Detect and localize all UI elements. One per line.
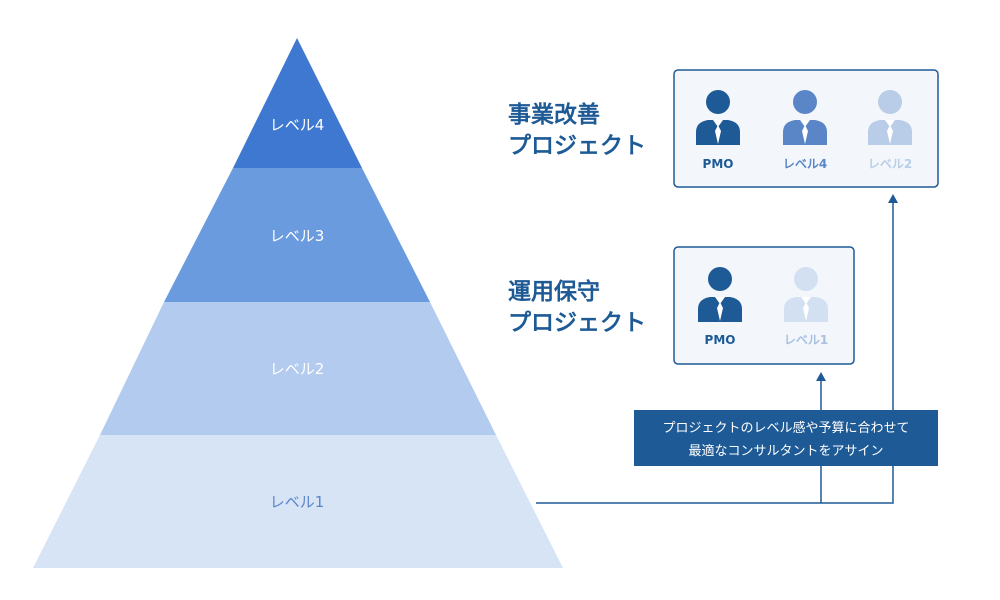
pyramid-level-2-label: レベル2 [270, 360, 325, 378]
project-title-line1: 事業改善 [508, 101, 600, 128]
project-card: PMO レベル1 [673, 246, 855, 365]
person-icon [784, 267, 828, 322]
callout-box [634, 410, 938, 466]
member-label: PMO [705, 333, 736, 347]
person-icon [698, 267, 742, 322]
member-label: PMO [703, 157, 734, 171]
skill-pyramid: レベル4 レベル3 レベル2 レベル1 [33, 38, 563, 568]
pyramid-level-3-label: レベル3 [270, 227, 325, 245]
member-avatar [698, 267, 742, 322]
connector-line [536, 200, 894, 504]
person-icon [868, 90, 912, 145]
person-icon [783, 90, 827, 145]
pyramid-level-4 [233, 38, 362, 168]
project-title-line1: 運用保守 [508, 278, 600, 305]
callout-line2: 最適なコンサルタントをアサイン [688, 443, 883, 459]
member-label: レベル4 [783, 157, 827, 171]
assignment-callout: プロジェクトのレベル感や予算に合わせて 最適なコンサルタントをアサイン [634, 410, 938, 466]
project-title-line2: プロジェクト [508, 310, 646, 336]
person-icon [696, 90, 740, 145]
pyramid-level-1 [33, 435, 563, 568]
pyramid-level-1-label: レベル1 [270, 493, 325, 511]
project-title-line2: プロジェクト [508, 133, 646, 159]
member-avatar [868, 90, 912, 145]
pyramid-level-2 [100, 302, 496, 435]
member-label: レベル2 [868, 157, 912, 171]
pyramid-level-3 [164, 168, 430, 302]
arrow-up-icon [816, 372, 826, 381]
member-avatar [784, 267, 828, 322]
member-label: レベル1 [784, 333, 828, 347]
callout-line1: プロジェクトのレベル感や予算に合わせて [662, 420, 909, 436]
member-avatar [783, 90, 827, 145]
project-card: PMO レベル4 レベル2 [673, 69, 939, 188]
pyramid-level-4-label: レベル4 [270, 116, 325, 134]
member-avatar [696, 90, 740, 145]
arrow-up-icon [888, 194, 898, 203]
